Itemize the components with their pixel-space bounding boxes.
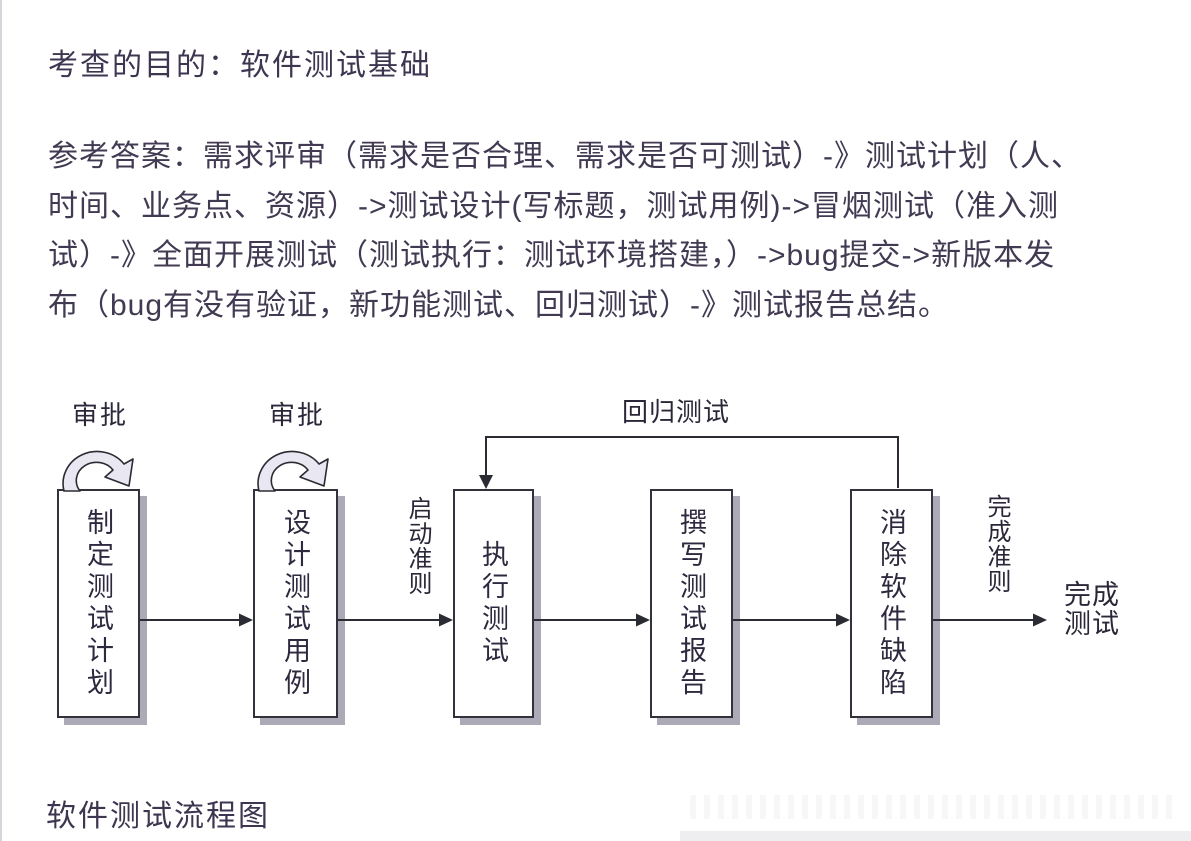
- arrowhead-icon: [439, 613, 453, 627]
- page-title: 考查的目的：软件测试基础: [48, 49, 432, 82]
- left-edge-line: [0, 0, 2, 841]
- answer-paragraph: 参考答案：需求评审（需求是否合理、需求是否可测试）-》测试计划（人、 时间、业务…: [48, 132, 1168, 330]
- approval-label-2: 审批: [269, 400, 326, 430]
- arrowhead-icon: [239, 613, 253, 627]
- flow-box-label: 撰写测试报告: [676, 507, 706, 700]
- approval-label-1: 审批: [72, 400, 129, 430]
- approval-loop-arrow-icon: [257, 450, 329, 492]
- arrowhead-down-icon: [479, 475, 493, 489]
- flow-box-label: 制定测试计划: [83, 507, 113, 700]
- answer-line-3: 试）-》全面开展测试（测试执行：测试环境搭建，）->bug提交->新版本发: [48, 239, 1056, 272]
- flow-box-design-cases: 设计测试用例: [253, 489, 338, 718]
- regression-test-label: 回归测试: [622, 397, 731, 427]
- answer-line-4: 布（bug有没有验证，新功能测试、回归测试）-》测试报告总结。: [48, 288, 950, 322]
- approval-loop-arrow-icon: [62, 450, 134, 492]
- flow-box-write-report: 撰写测试报告: [650, 489, 733, 718]
- arrowhead-icon: [836, 613, 850, 627]
- flow-box-remove-defects: 消除软件缺陷: [850, 489, 933, 718]
- flow-box-plan-test: 制定测试计划: [57, 489, 140, 718]
- faint-watermark: [690, 795, 1180, 819]
- arrowhead-icon: [1033, 613, 1047, 627]
- arrowhead-icon: [636, 613, 650, 627]
- start-criteria-label: 启动准则: [404, 496, 431, 596]
- bottom-edge-strip: [680, 831, 1191, 841]
- flow-box-label: 设计测试用例: [280, 507, 310, 700]
- finish-test-label: 完成测试: [1064, 580, 1120, 639]
- answer-line-2: 时间、业务点、资源）->测试设计(写标题，测试用例)->冒烟测试（准入测: [48, 189, 1059, 223]
- flow-box-label: 执行测试: [478, 539, 508, 668]
- flow-box-execute-test: 执行测试: [453, 489, 534, 718]
- flowchart-caption: 软件测试流程图: [46, 800, 270, 833]
- flow-box-label: 消除软件缺陷: [876, 507, 906, 700]
- regression-feedback-line: [485, 436, 899, 488]
- answer-line-1: 参考答案：需求评审（需求是否合理、需求是否可测试）-》测试计划（人、: [48, 140, 1082, 173]
- finish-criteria-label: 完成准则: [983, 494, 1010, 594]
